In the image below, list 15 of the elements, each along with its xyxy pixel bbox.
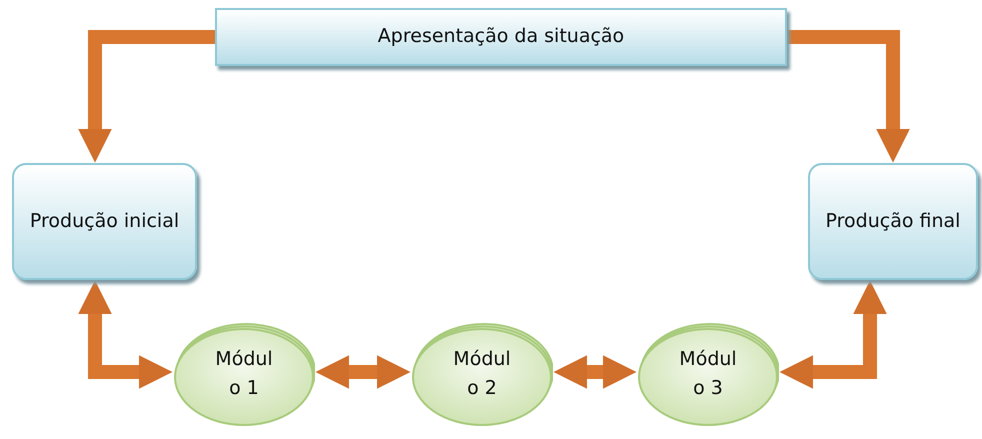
node-label: Módul o 3 (678, 346, 738, 401)
arrow (78, 280, 173, 389)
node-label: Apresentação da situação (376, 24, 626, 50)
arrow (78, 30, 215, 163)
process-box (12, 163, 197, 280)
node-label: Produção final (824, 208, 962, 234)
arrow (315, 355, 411, 389)
arrow (553, 355, 637, 389)
node-label: Módul o 2 (452, 346, 512, 401)
arrow (787, 30, 910, 163)
arrow (779, 280, 887, 389)
header-box (215, 8, 787, 66)
node-label: Módul o 1 (214, 346, 274, 401)
process-box (808, 163, 978, 280)
node-label: Produção inicial (30, 208, 180, 234)
